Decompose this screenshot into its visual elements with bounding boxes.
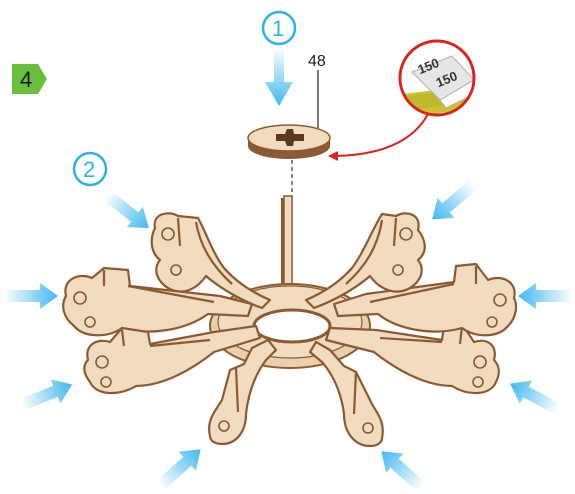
- callout-1: 1: [263, 12, 295, 106]
- push-arrow-lower-left: [19, 372, 77, 416]
- magnifier-pointer: [330, 114, 428, 156]
- push-arrow-far-right: [518, 283, 570, 309]
- step-badge: 4: [12, 64, 47, 94]
- push-arrow-lower-right: [504, 372, 562, 419]
- callout-1-label: 1: [272, 16, 284, 41]
- part-48-disc: [248, 125, 330, 159]
- step-number: 4: [20, 67, 32, 92]
- push-arrow-bottom-right: [373, 442, 429, 494]
- part-label: 48: [308, 53, 326, 128]
- push-arrow-far-left: [6, 283, 58, 309]
- callout-2: 2: [74, 153, 106, 185]
- sandpaper-magnifier: 150 150: [328, 41, 520, 161]
- push-arrow-bottom-left: [153, 440, 209, 494]
- push-arrow-upper-right: [424, 176, 481, 229]
- push-arrow-upper-left: [100, 186, 157, 239]
- part-number: 48: [308, 53, 326, 70]
- callout-1-arrow: [265, 50, 293, 106]
- callout-2-label: 2: [83, 157, 95, 182]
